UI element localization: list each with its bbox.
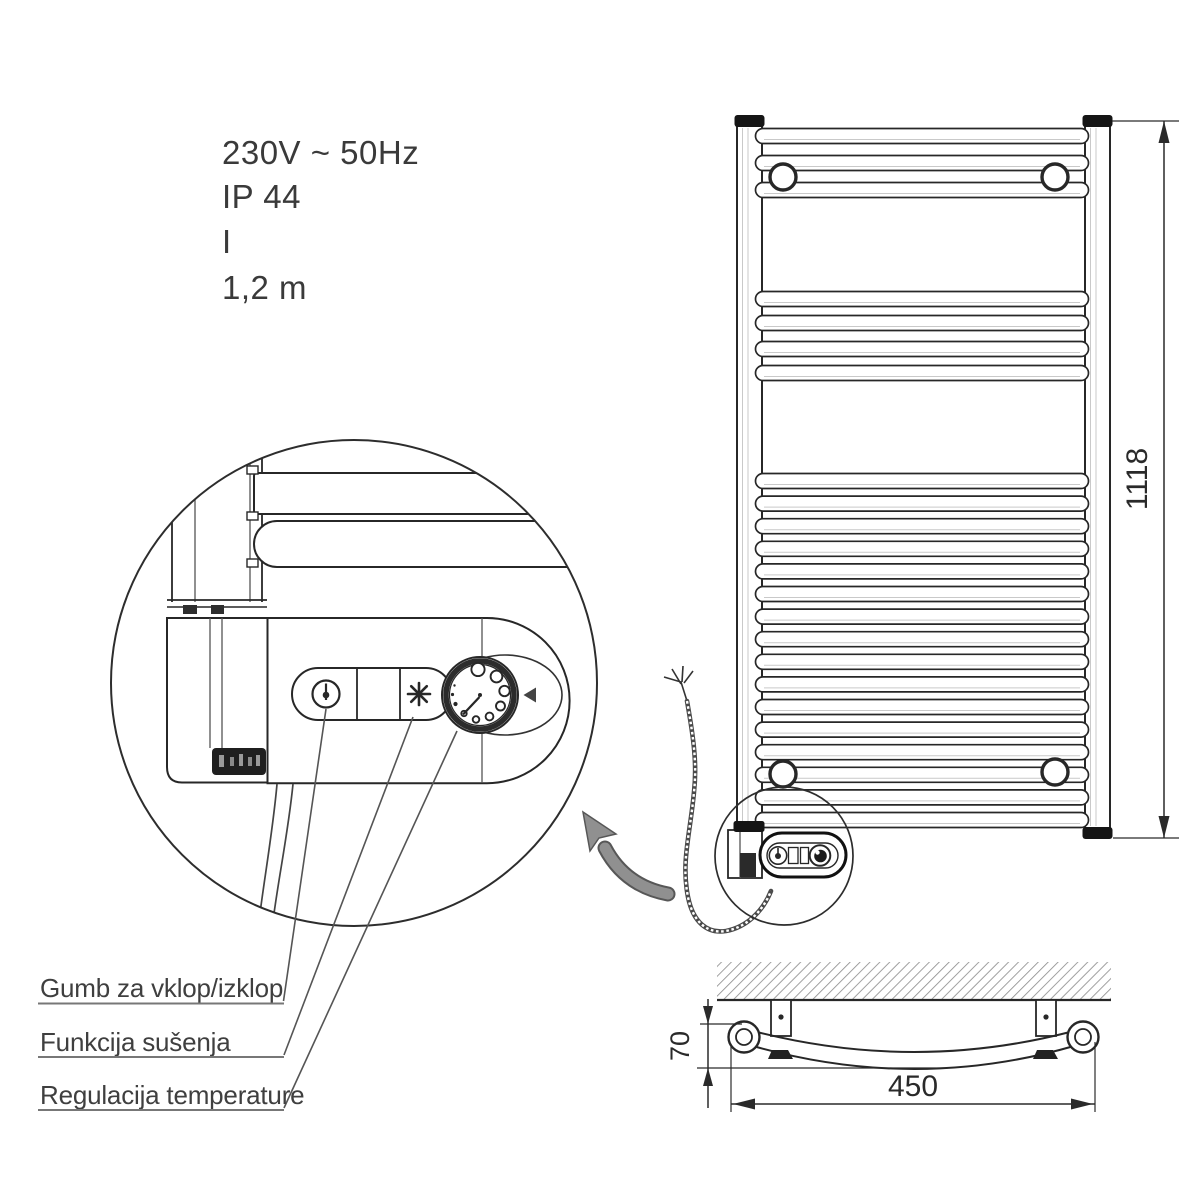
rail-front-edge (756, 1031, 1071, 1053)
radiator-rung (754, 364, 1090, 382)
power-cable (663, 665, 774, 934)
radiator-rung (754, 811, 1090, 829)
radiator-right-tube (1084, 125, 1111, 829)
rail-back-edge (752, 1045, 1075, 1070)
radiator-rung (754, 154, 1090, 172)
label-temperature: Regulacija temperature (40, 1080, 304, 1110)
drying-button (406, 681, 432, 707)
radiator-rung (754, 290, 1090, 308)
callout-line-drying (283, 716, 414, 1056)
triangle-left-icon (523, 687, 536, 703)
dial-dot (470, 661, 486, 678)
callout-lines (282, 708, 458, 1109)
radiator-rung (754, 340, 1090, 358)
mounting-hole-top-right (1040, 162, 1070, 192)
radiator-top-view: 70 450 (665, 962, 1111, 1112)
radiator-rung (754, 563, 1090, 580)
top-right-cap (1082, 115, 1113, 127)
label-drying: Funkcija sušenja (40, 1027, 231, 1057)
detail-rung-lower (253, 520, 597, 568)
radiator-rung (754, 743, 1090, 761)
heater-element-small (740, 853, 756, 877)
dial-dot (453, 701, 458, 707)
radiator-rung (754, 585, 1090, 603)
detail-view-circle (110, 439, 598, 927)
spec-insulation-class: I (222, 223, 232, 260)
dial-dot (453, 684, 456, 687)
drying-button-small (799, 846, 810, 865)
mounting-hole-top-left (768, 162, 798, 192)
dial-pointer (462, 696, 481, 716)
heater-housing-detail (166, 617, 269, 784)
radiator-rung (754, 127, 1090, 145)
radiator-rung (754, 766, 1090, 784)
dial-dot (498, 684, 511, 698)
radiator-rung (754, 630, 1090, 648)
radiator-rung (754, 181, 1090, 199)
width-dimension: 450 (730, 1042, 1096, 1112)
bracket-clamp-left (768, 1050, 793, 1059)
radiator-rung (754, 608, 1090, 625)
depth-dimension: 70 (665, 999, 948, 1108)
radiator-rung (754, 472, 1090, 490)
radiator-rung (754, 789, 1090, 806)
bottom-right-cap (1082, 827, 1113, 839)
radiator-rung (754, 495, 1090, 512)
mounting-hole-bottom-left (768, 759, 798, 789)
radiator-rung (754, 540, 1090, 558)
top-left-cap (734, 115, 765, 127)
dial-dot (489, 669, 504, 684)
detail-source-circle (714, 786, 854, 926)
dial-scale-dots (450, 661, 511, 724)
mounting-hole-bottom-right (1040, 757, 1070, 787)
control-unit-small (727, 821, 848, 879)
spec-voltage: 230V ~ 50Hz (222, 134, 419, 171)
radiator-rung (754, 517, 1090, 535)
radiator-rung (754, 314, 1090, 332)
width-dimension-value: 450 (888, 1070, 938, 1103)
bottom-left-cap (733, 821, 765, 832)
radiator-rung (754, 698, 1090, 716)
detail-rung-upper (253, 472, 597, 515)
callout-labels: Gumb za vklop/izklop Funkcija sušenja Re… (38, 973, 305, 1111)
height-dimension-value: 1118 (1121, 448, 1154, 510)
cable-frayed-end (663, 665, 694, 702)
dial-dot (471, 715, 481, 724)
spec-cable-length: 1,2 m (222, 269, 307, 306)
curved-arrow-icon (581, 810, 676, 902)
radiator-rungs (754, 127, 1090, 829)
temperature-dial (441, 656, 519, 734)
callout-line-temperature (283, 730, 458, 1109)
brand-logo (212, 748, 266, 775)
dial-dot (450, 692, 455, 697)
radiator-front-view (734, 115, 1113, 839)
spec-block: 230V ~ 50Hz IP 44 I 1,2 m (222, 134, 419, 306)
depth-dimension-value: 70 (665, 1031, 695, 1061)
radiator-rung (754, 653, 1090, 671)
bracket-clamp-right (1033, 1050, 1058, 1059)
radiator-rung (754, 721, 1090, 738)
wall-hatch (717, 962, 1111, 1000)
height-dimension: 1118 (1112, 120, 1179, 839)
radiator-rung (754, 676, 1090, 693)
dial-dot (484, 711, 495, 722)
power-button (311, 679, 341, 709)
callout-line-power (282, 708, 327, 1002)
power-icon (322, 683, 330, 700)
label-power: Gumb za vklop/izklop (40, 973, 283, 1003)
spec-ip-rating: IP 44 (222, 178, 301, 215)
dial-dot (495, 700, 506, 712)
